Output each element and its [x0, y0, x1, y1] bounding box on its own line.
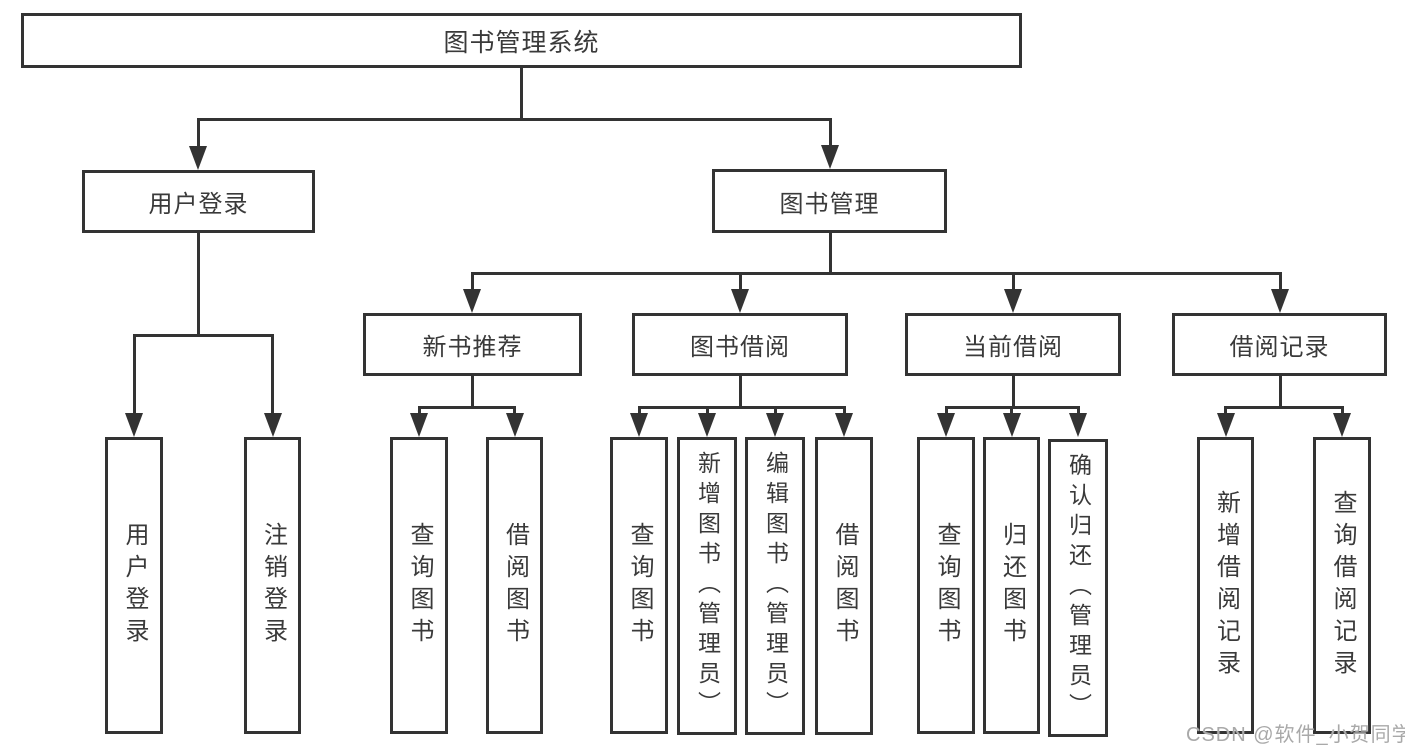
arrowhead-icon — [766, 413, 784, 437]
connector-line — [1278, 272, 1282, 292]
connector-line — [1278, 376, 1282, 409]
connector-line — [1224, 406, 1343, 409]
arrowhead-icon — [731, 289, 749, 313]
node-borrow-records: 借阅记录 — [1172, 313, 1387, 376]
connector-line — [470, 376, 474, 409]
leaf-logout: 注销登录 — [244, 437, 301, 734]
watermark: CSDN @软件_小贺同学 — [1186, 724, 1405, 746]
arrowhead-icon — [1216, 413, 1235, 437]
connector-line — [1010, 406, 1013, 417]
connector-line — [1340, 406, 1344, 417]
node-root: 图书管理系统 — [21, 13, 1022, 68]
connector-line — [773, 406, 777, 417]
arrowhead-icon — [463, 289, 481, 313]
node-user-login: 用户登录 — [82, 170, 315, 233]
connector-line — [417, 406, 421, 417]
leaf-borrow-books: 借阅图书 — [815, 437, 873, 735]
node-current-borrow: 当前借阅 — [905, 313, 1121, 376]
arrowhead-icon — [1333, 413, 1351, 437]
connector-line — [944, 406, 948, 417]
connector-line — [417, 406, 516, 409]
node-book-borrow: 图书借阅 — [632, 313, 848, 376]
connector-line — [132, 334, 274, 337]
leaf-add-book-admin: 新增图书（管理员） — [677, 437, 737, 735]
arrowhead-icon — [263, 413, 282, 437]
connector-line — [1076, 406, 1080, 417]
leaf-add-borrow-record: 新增借阅记录 — [1197, 437, 1254, 734]
connector-line — [271, 334, 274, 417]
arrowhead-icon — [821, 145, 839, 169]
leaf-query-books-current: 查询图书 — [917, 437, 975, 734]
leaf-confirm-return-admin: 确认归还（管理员） — [1048, 439, 1108, 737]
arrowhead-icon — [189, 146, 207, 170]
arrowhead-icon — [1002, 413, 1021, 437]
connector-line — [842, 406, 846, 417]
connector-line — [132, 334, 136, 417]
arrowhead-icon — [505, 413, 524, 437]
arrowhead-icon — [698, 413, 716, 437]
arrowhead-icon — [1004, 289, 1022, 313]
connector-line — [637, 406, 846, 409]
leaf-borrow-books-recommend: 借阅图书 — [486, 437, 543, 734]
connector-line — [513, 406, 516, 417]
arrowhead-icon — [937, 413, 955, 437]
leaf-user-login: 用户登录 — [105, 437, 163, 734]
leaf-query-books-recommend: 查询图书 — [390, 437, 448, 734]
connector-line — [470, 272, 474, 292]
connector-line — [1011, 272, 1015, 292]
connector-line — [828, 118, 832, 150]
leaf-query-books-borrow: 查询图书 — [610, 437, 668, 734]
arrowhead-icon — [1069, 413, 1087, 437]
node-new-book-recommend: 新书推荐 — [363, 313, 582, 376]
arrowhead-icon — [125, 413, 143, 437]
arrowhead-icon — [1271, 289, 1289, 313]
connector-line — [196, 233, 200, 335]
connector-line — [196, 118, 200, 150]
node-book-management: 图书管理 — [712, 169, 947, 233]
arrowhead-icon — [835, 413, 853, 437]
leaf-query-borrow-record: 查询借阅记录 — [1313, 437, 1371, 734]
arrowhead-icon — [410, 413, 428, 437]
arrowhead-icon — [630, 413, 648, 437]
leaf-edit-book-admin: 编辑图书（管理员） — [745, 437, 805, 735]
connector-line — [196, 118, 831, 121]
connector-line — [738, 272, 742, 292]
connector-line — [519, 68, 523, 119]
leaf-return-book: 归还图书 — [983, 437, 1040, 734]
connector-line — [470, 272, 1282, 275]
connector-line — [1011, 376, 1015, 409]
connector-line — [1224, 406, 1227, 417]
connector-line — [828, 233, 832, 274]
connector-line — [705, 406, 709, 417]
connector-line — [738, 376, 742, 409]
connector-line — [637, 406, 641, 417]
